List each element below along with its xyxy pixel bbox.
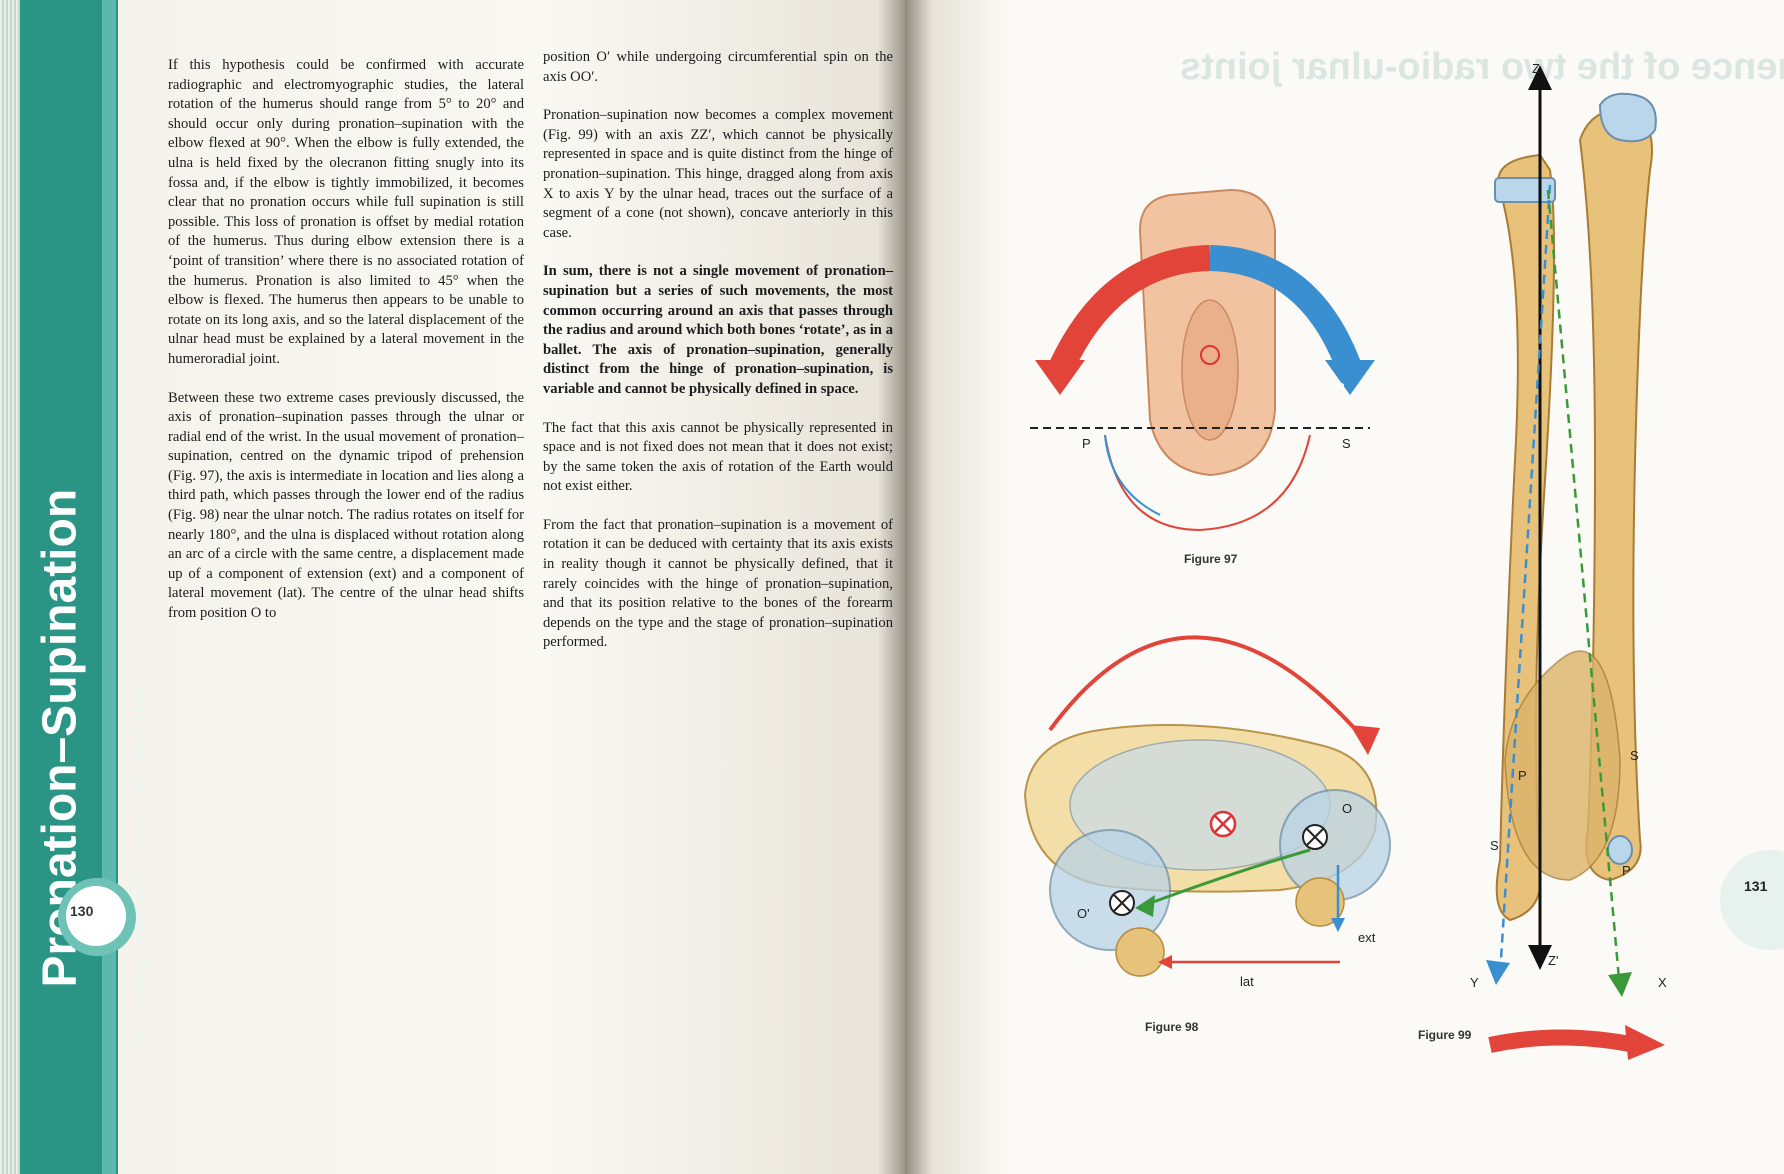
label-z: Z: [1532, 61, 1540, 76]
radius-head: [1494, 177, 1556, 203]
axis-o-prime-cross-icon: [1113, 894, 1131, 912]
ulnar-styloid: [1607, 835, 1633, 865]
paragraph: position O′ while undergoing circumferen…: [543, 49, 893, 85]
pronation-arrowhead-icon: [1325, 360, 1375, 395]
axis-x-arrowhead-icon: [1608, 972, 1632, 997]
small-bone-circle-2: [1115, 927, 1165, 977]
rotation-arrow: [1488, 1029, 1637, 1053]
label-ext: ext: [1358, 930, 1376, 945]
thumb-illustration: [1181, 299, 1239, 441]
rotation-arc: [1048, 635, 1367, 742]
supination-arrowhead-icon: [1035, 360, 1085, 395]
chapter-sidebar: [20, 0, 118, 1174]
label-s-axis: S: [1342, 436, 1351, 451]
book-subtitle: The Physiology of the Joints Volume 1 Th…: [131, 687, 149, 1054]
left-page: Pronation–Supination The Physiology of t…: [0, 0, 905, 1174]
figure-97-caption: Figure 97: [1184, 552, 1238, 566]
lat-arrowhead-icon: [1158, 955, 1172, 969]
return-arc-blue: [1104, 434, 1161, 516]
label-z-prime: Z': [1548, 953, 1558, 968]
paragraph: The fact that this axis cannot be physic…: [543, 419, 893, 495]
page-number-right: 131: [1744, 878, 1768, 894]
text-column-1: If this hypothesis could be confirmed wi…: [168, 56, 524, 643]
page-number-left: 130: [70, 903, 94, 919]
green-displacement-arrow: [1144, 848, 1311, 907]
label-p-right: P: [1336, 380, 1345, 395]
label-o-prime: O': [1077, 906, 1090, 921]
figure-99: Z Z' Y X P S P S: [1470, 61, 1667, 1060]
small-bone-circle: [1295, 877, 1345, 927]
label-lat: lat: [1240, 974, 1254, 989]
axis-y: [1498, 184, 1552, 976]
paragraph: From the fact that pronation–supination …: [543, 516, 893, 651]
label-p2: P: [1622, 863, 1631, 878]
label-s-left: S: [1074, 380, 1083, 395]
ulna-head: [1598, 92, 1657, 143]
figure-99-caption: Figure 99: [1418, 1028, 1472, 1042]
paragraph: Pronation–supination now becomes a compl…: [543, 107, 893, 241]
figure-98: O O' ext lat: [1023, 635, 1391, 989]
ulnar-head-start: [1049, 829, 1171, 951]
page-number-badge-inner: [66, 886, 126, 946]
label-x: X: [1658, 975, 1667, 990]
label-p-axis: P: [1082, 436, 1091, 451]
center-axis-cross-icon: [1214, 815, 1232, 833]
label-p1: P: [1518, 768, 1527, 783]
sidebar-strip: [102, 0, 116, 1174]
paragraph: In sum, there is not a single movement o…: [543, 263, 893, 397]
green-arrowhead-icon: [1135, 895, 1155, 917]
label-o: O: [1342, 801, 1352, 816]
figure-97: S P P S: [1030, 188, 1375, 532]
paragraph: Between these two extreme cases previous…: [168, 389, 524, 622]
ext-arrowhead-icon: [1331, 918, 1345, 932]
axis-marker-icon: [1200, 345, 1220, 365]
paragraph: If this hypothesis could be confirmed wi…: [168, 57, 524, 367]
rotation-arrowhead-icon: [1625, 1025, 1665, 1060]
return-arc: [1104, 434, 1311, 532]
text-column-2: position O′ while undergoing circumferen…: [543, 48, 893, 672]
rotation-arrowhead-icon: [1350, 725, 1380, 755]
supination-arrow: [1048, 245, 1211, 376]
axis-o-cross-icon: [1306, 828, 1324, 846]
page-edge: [0, 0, 22, 1174]
pronation-arrow: [1209, 245, 1363, 375]
axis-z-prime-arrowhead-icon: [1528, 945, 1552, 970]
ulna-bone-overlay: [1504, 650, 1621, 881]
label-y: Y: [1470, 975, 1479, 990]
label-s2: S: [1630, 748, 1639, 763]
label-s1: S: [1490, 838, 1499, 853]
figure-98-caption: Figure 98: [1145, 1020, 1199, 1034]
axis-z-arrowhead-icon: [1528, 65, 1552, 90]
axis-y-arrowhead-icon: [1486, 960, 1510, 985]
